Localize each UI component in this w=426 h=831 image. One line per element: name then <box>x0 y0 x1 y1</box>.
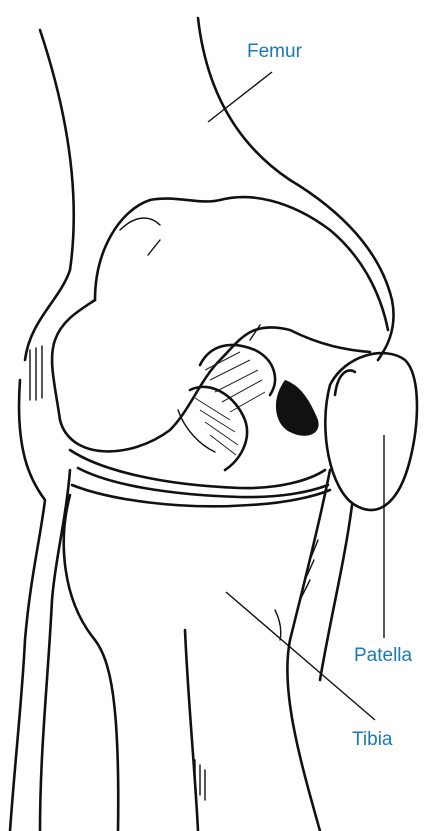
meniscus <box>70 450 328 497</box>
ligaments <box>178 345 319 470</box>
femur-label: Femur <box>247 42 302 61</box>
tibia-leader-line <box>226 592 375 720</box>
tibia-label: Tibia <box>352 730 392 749</box>
patella-label: Patella <box>354 646 412 665</box>
